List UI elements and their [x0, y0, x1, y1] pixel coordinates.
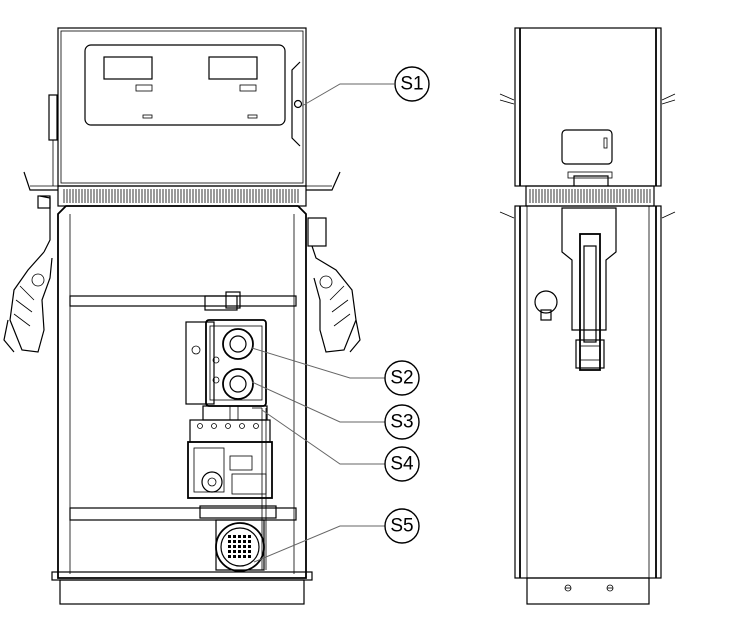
leader-s5: [253, 525, 392, 563]
valve-cell: [248, 555, 251, 558]
side-view: [499, 27, 676, 605]
bolt: [239, 423, 245, 429]
valve-cell: [243, 535, 246, 538]
valve-cell: [243, 555, 246, 558]
valve-cell: [238, 535, 241, 538]
valve-cell: [233, 535, 236, 538]
front-view: [3, 27, 361, 605]
display-screen-right: [208, 56, 258, 80]
callout-s4: S4: [384, 446, 420, 482]
callout-s4-label: S4: [390, 454, 414, 475]
valve-cell: [238, 550, 241, 553]
leader-s4: [261, 409, 392, 465]
callout-s2: S2: [384, 360, 420, 396]
main-cabinet: [51, 205, 313, 605]
pump-meter-assembly: [185, 291, 277, 572]
display-screen-left: [103, 56, 153, 80]
callout-s1-label: S1: [400, 74, 423, 95]
keyhole-icon: [534, 290, 558, 314]
side-head: [499, 27, 676, 187]
bolt: [197, 423, 203, 429]
valve-cell: [233, 540, 236, 543]
side-cabinet: [499, 205, 676, 605]
valve-cell: [243, 545, 246, 548]
valve-cell: [233, 545, 236, 548]
bolt: [211, 423, 217, 429]
nozzle-right: [307, 217, 361, 353]
leader-s1: [301, 83, 394, 107]
ventilation-grille: [57, 185, 307, 207]
valve-cell: [243, 550, 246, 553]
nozzle-left: [3, 195, 53, 353]
valve-cell: [228, 535, 231, 538]
valve-cell: [248, 550, 251, 553]
callout-s5-label: S5: [390, 516, 413, 537]
valve-cell: [248, 535, 251, 538]
bolt: [253, 423, 259, 429]
valve-cell: [228, 550, 231, 553]
valve-cell: [228, 540, 231, 543]
valve-cell: [248, 540, 251, 543]
side-grille: [525, 185, 655, 207]
leader-s3: [251, 381, 392, 423]
display-head: [23, 27, 341, 191]
lock-icon: [293, 99, 303, 109]
callout-s5: S5: [384, 508, 420, 544]
valve-cell: [243, 540, 246, 543]
callouts: S1 S2 S3 S4 S5: [251, 66, 430, 563]
valve-cell: [228, 545, 231, 548]
valve-cell: [233, 555, 236, 558]
leader-s2: [251, 347, 392, 379]
valve-cell: [228, 555, 231, 558]
callout-s3: S3: [384, 404, 420, 440]
callout-s2-label: S2: [390, 368, 413, 389]
valve-cell: [233, 550, 236, 553]
valve-cell: [238, 555, 241, 558]
valve-cell: [238, 540, 241, 543]
callout-s1: S1: [394, 66, 430, 102]
valve-cell: [238, 545, 241, 548]
callout-s3-label: S3: [390, 412, 413, 433]
valve-cell: [248, 545, 251, 548]
bolt: [225, 423, 231, 429]
